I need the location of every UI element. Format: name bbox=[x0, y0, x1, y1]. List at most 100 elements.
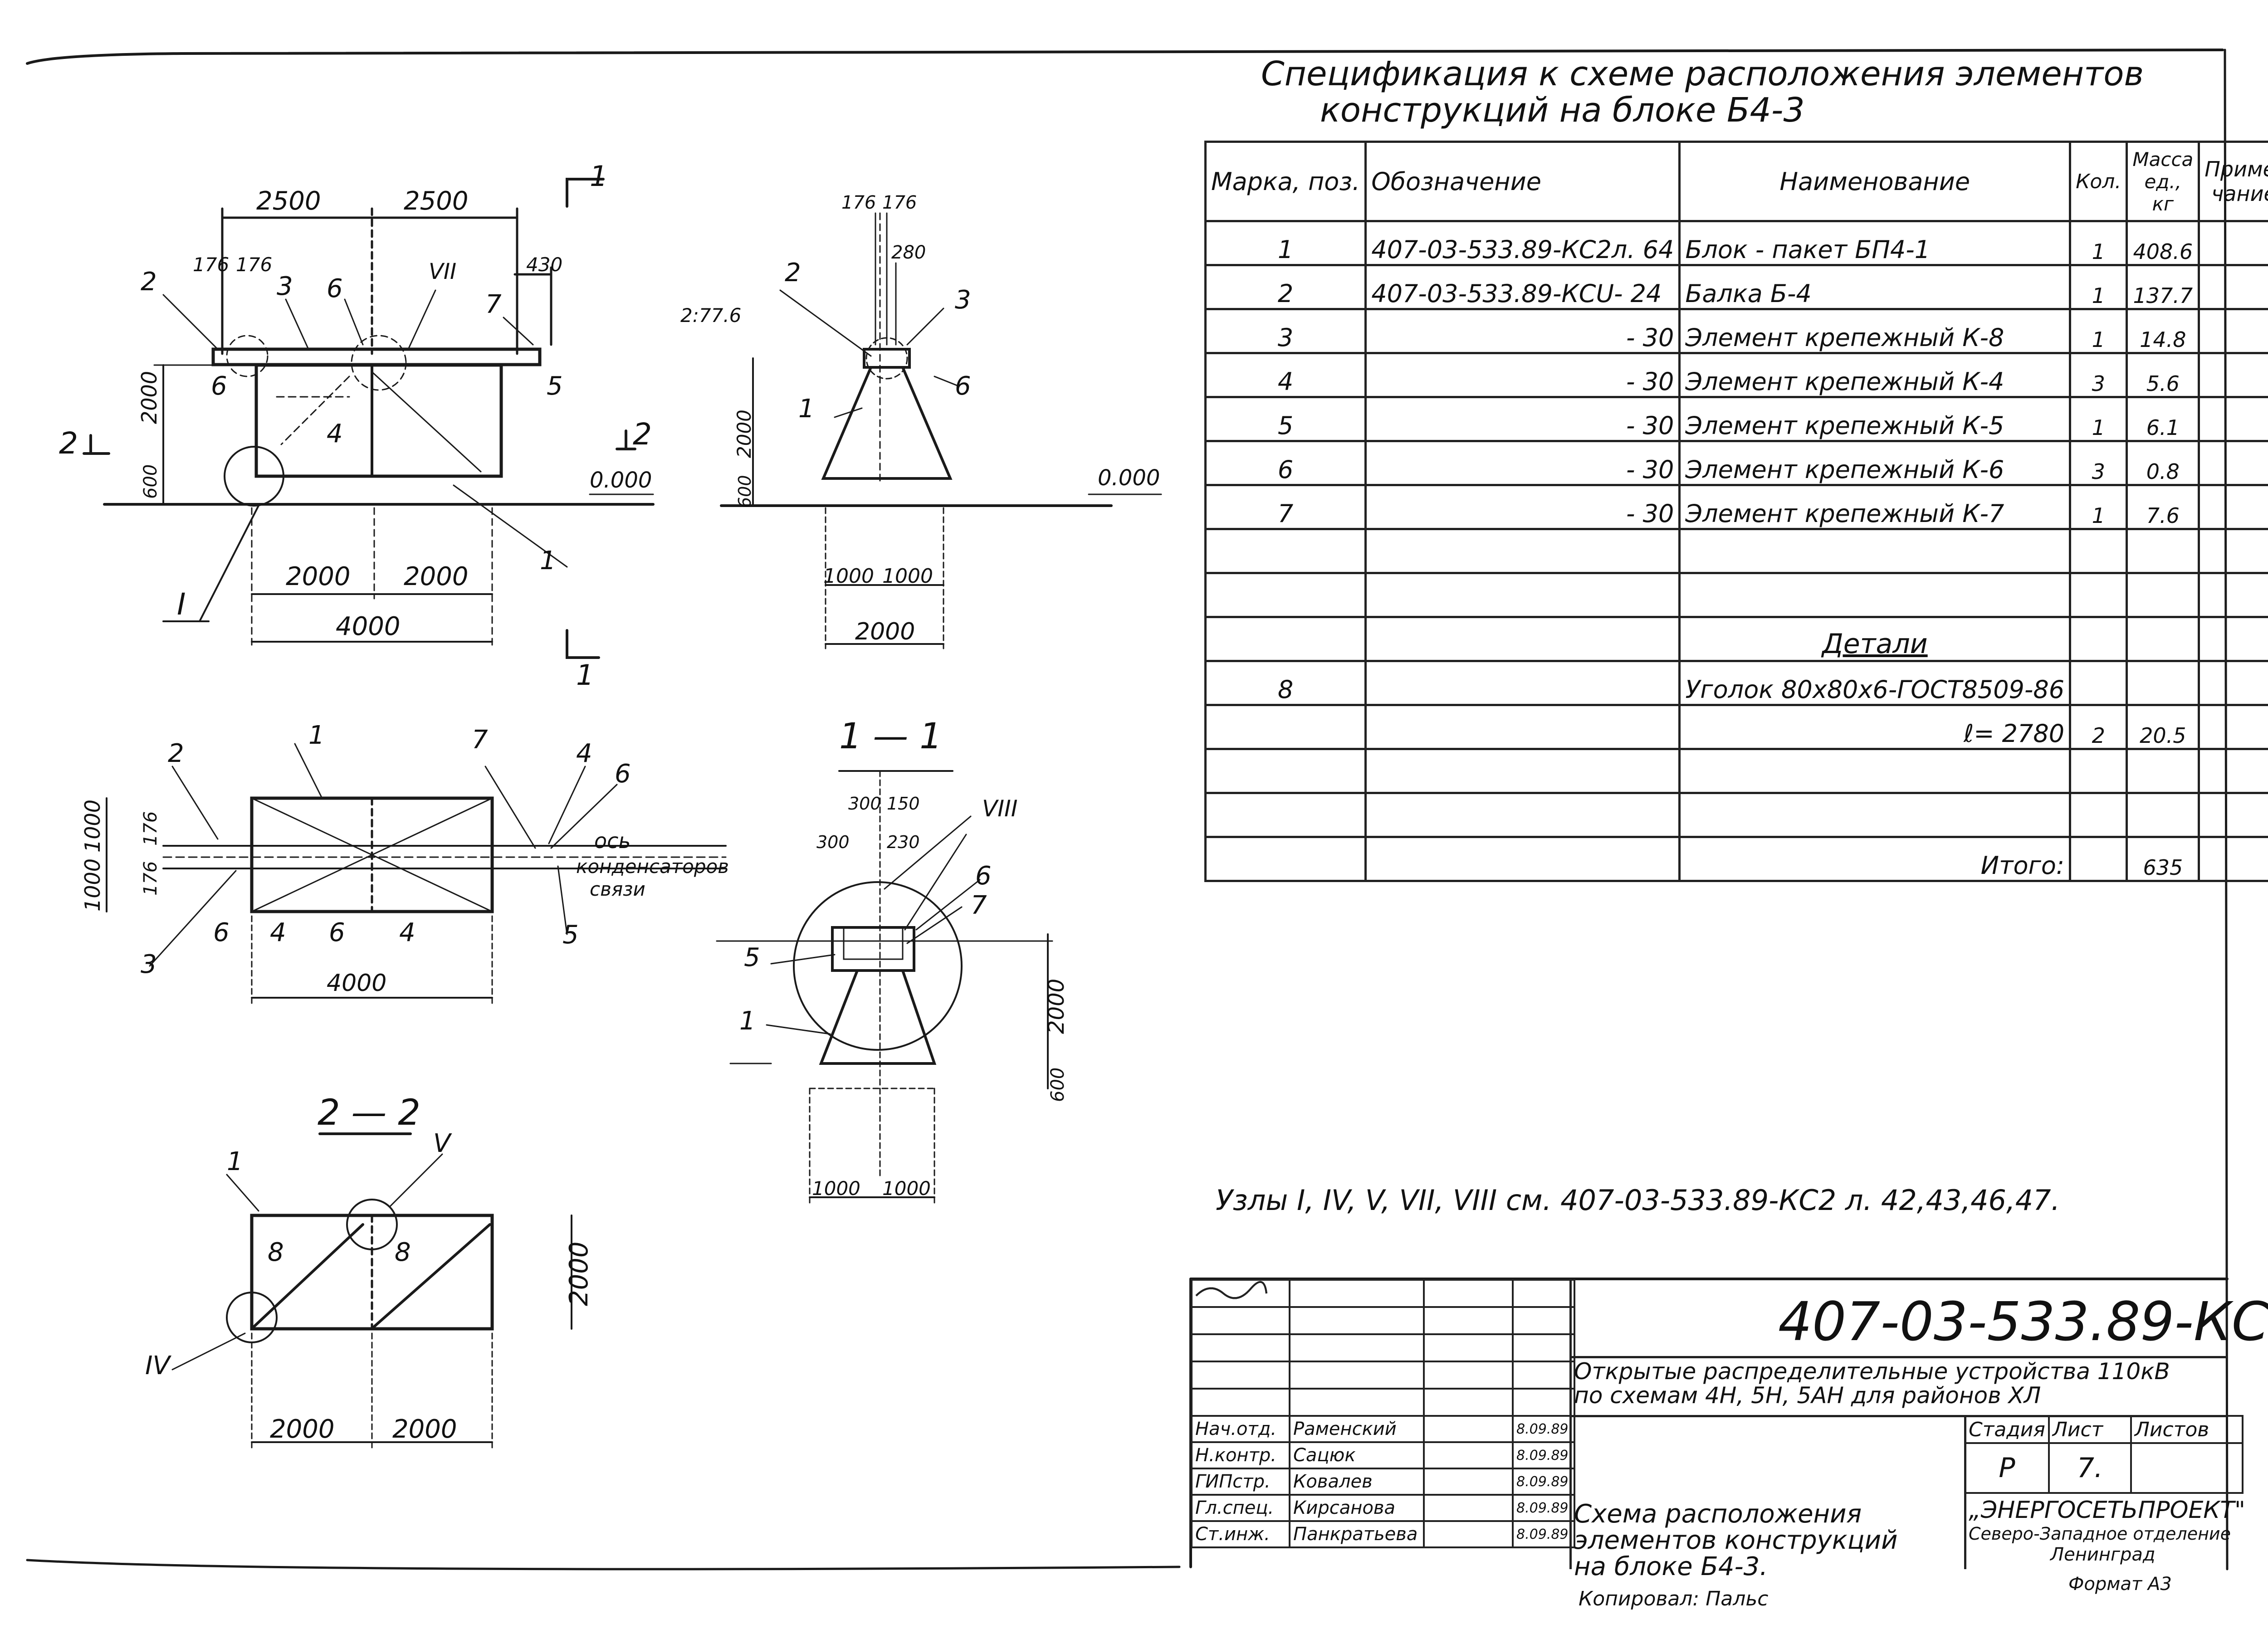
spec-cell-qty bbox=[2069, 572, 2128, 618]
s11-dim-230: 230 bbox=[887, 832, 920, 852]
top-dim-176-a: 176 bbox=[140, 811, 161, 846]
spec-cell-mark: 6 bbox=[1204, 440, 1367, 486]
signer-date: 8.09.89 bbox=[1512, 1441, 1575, 1469]
sheet-title-line-1: Схема расположения bbox=[1574, 1499, 1862, 1529]
side-dim-1000-b: 1000 bbox=[882, 565, 933, 588]
spec-col-note: Приме- чание bbox=[2198, 141, 2268, 222]
section-2-2-title: 2 — 2 bbox=[318, 1093, 420, 1133]
spec-cell-mark bbox=[1204, 704, 1367, 750]
sheet-top-border bbox=[26, 49, 2224, 65]
spec-cell-mark: 5 bbox=[1204, 396, 1367, 442]
sheets-value bbox=[2130, 1442, 2244, 1494]
spec-cell-mass: 408.6 bbox=[2126, 220, 2200, 266]
spec-cell-note bbox=[2198, 660, 2268, 706]
s11-mark-5: 5 bbox=[744, 943, 760, 972]
spec-cell-mark bbox=[1204, 616, 1367, 662]
s11-mark-6: 6 bbox=[975, 861, 992, 891]
signer-date: 8.09.89 bbox=[1512, 1415, 1575, 1443]
spec-cell-name: Уголок 80x80x6-ГОСТ8509-86 bbox=[1678, 660, 2072, 706]
signer-role: Ст.инж. bbox=[1191, 1520, 1290, 1548]
spec-cell-mass bbox=[2126, 660, 2200, 706]
side-dim-2000: 2000 bbox=[855, 618, 915, 645]
plan-section2-mark-right: 2 bbox=[633, 417, 652, 452]
signer-role: Гл.спец. bbox=[1191, 1494, 1290, 1522]
spec-cell-designation: - 30 bbox=[1364, 396, 1681, 442]
spec-cell-note bbox=[2198, 484, 2268, 530]
spec-cell-mass: 0.8 bbox=[2126, 440, 2200, 486]
plan-dim-2500-b: 2500 bbox=[404, 186, 469, 216]
side-mark-1: 1 bbox=[798, 394, 815, 424]
spec-title-line1: Спецификация к схеме расположения элемен… bbox=[1261, 54, 2144, 93]
spec-cell-mark bbox=[1204, 748, 1367, 794]
spec-cell-name: Блок - пакет БП4-1 bbox=[1678, 220, 2072, 266]
spec-cell-mass bbox=[2126, 792, 2200, 838]
s11-height-2000: 2000 bbox=[1044, 979, 1069, 1034]
spec-cell-mark bbox=[1204, 572, 1367, 618]
spec-cell-mark: 3 bbox=[1204, 308, 1367, 354]
side-dim-176-a: 176 bbox=[841, 192, 876, 213]
spec-cell-qty: 1 bbox=[2069, 396, 2128, 442]
spec-cell-mass: 6.1 bbox=[2126, 396, 2200, 442]
top-view bbox=[106, 743, 727, 1008]
signer-name: Кирсанова bbox=[1289, 1494, 1425, 1522]
top-dim-1000-a: 1000 bbox=[80, 800, 105, 853]
plan-dim-2500-a: 2500 bbox=[256, 186, 321, 216]
spec-cell-mark: 4 bbox=[1204, 352, 1367, 398]
spec-cell-designation bbox=[1364, 836, 1681, 882]
document-code: 407-03-533.89-КС2 bbox=[1778, 1290, 2268, 1353]
plan-section-mark-bottom: 1 bbox=[576, 658, 594, 692]
spec-cell-qty: 2 bbox=[2069, 704, 2128, 750]
signer-name: Ковалев bbox=[1289, 1468, 1425, 1496]
spec-cell-mass bbox=[2126, 616, 2200, 662]
side-mark-3: 3 bbox=[955, 285, 971, 315]
spec-cell-name: ℓ= 2780 bbox=[1678, 704, 2072, 750]
s22-mark-8a: 8 bbox=[268, 1238, 284, 1267]
sheet-title-line-3: на блоке Б4-3. bbox=[1574, 1552, 1768, 1581]
s11-mark-7: 7 bbox=[971, 891, 987, 920]
sheet-title: Схема расположения элементов конструкций… bbox=[1574, 1501, 1898, 1580]
sheet-label: Лист bbox=[2048, 1415, 2132, 1444]
stage-value: Р bbox=[1964, 1442, 2050, 1494]
side-level: 0.000 bbox=[1098, 465, 1160, 491]
plan-height-600: 600 bbox=[140, 464, 161, 499]
plan-mark-6b: 6 bbox=[211, 371, 227, 401]
spec-cell-mark: 2 bbox=[1204, 264, 1367, 310]
top-axis-label-1: ось bbox=[594, 829, 631, 853]
section-2-2 bbox=[171, 1132, 572, 1452]
top-dim-4000: 4000 bbox=[327, 970, 386, 997]
spec-cell-designation: 407-03-533.89-КС2л. 64 bbox=[1364, 220, 1681, 266]
top-dim-1000-b: 1000 bbox=[80, 858, 105, 912]
spec-cell-designation bbox=[1364, 616, 1681, 662]
side-height-600: 600 bbox=[735, 475, 755, 508]
signer-date: 8.09.89 bbox=[1512, 1468, 1575, 1496]
signer-signature bbox=[1195, 1281, 1514, 1469]
spec-row: Итого:635 bbox=[1204, 836, 2268, 882]
signer-name: Раменский bbox=[1289, 1415, 1425, 1443]
spec-cell-name: Элемент крепежный К-7 bbox=[1678, 484, 2072, 530]
project-line-1: Открытые распределительные устройства 11… bbox=[1574, 1358, 2170, 1385]
s11-node-viii: VIII bbox=[982, 795, 1017, 822]
spec-col-mass: Масса ед., кг bbox=[2126, 141, 2200, 222]
title-block-divider-1 bbox=[1569, 1356, 2227, 1358]
spec-cell-qty bbox=[2069, 792, 2128, 838]
top-mark-4b: 4 bbox=[399, 918, 415, 947]
s11-mark-1: 1 bbox=[739, 1006, 756, 1036]
top-mark-7: 7 bbox=[472, 725, 488, 755]
sheets-label: Листов bbox=[2130, 1415, 2244, 1444]
spec-cell-designation bbox=[1364, 792, 1681, 838]
spec-cell-qty: 1 bbox=[2069, 308, 2128, 354]
spec-cell-name: Элемент крепежный К-6 bbox=[1678, 440, 2072, 486]
spec-col-mark: Марка, поз. bbox=[1204, 141, 1367, 222]
plan-dim-2000-b: 2000 bbox=[404, 562, 469, 591]
spec-cell-designation: 407-03-533.89-КСU- 24 bbox=[1364, 264, 1681, 310]
spec-cell-designation bbox=[1364, 748, 1681, 794]
spec-cell-qty bbox=[2069, 660, 2128, 706]
top-dim-176-b: 176 bbox=[140, 861, 161, 896]
spec-col-qty: Кол. bbox=[2069, 141, 2128, 222]
spec-cell-note bbox=[2198, 352, 2268, 398]
